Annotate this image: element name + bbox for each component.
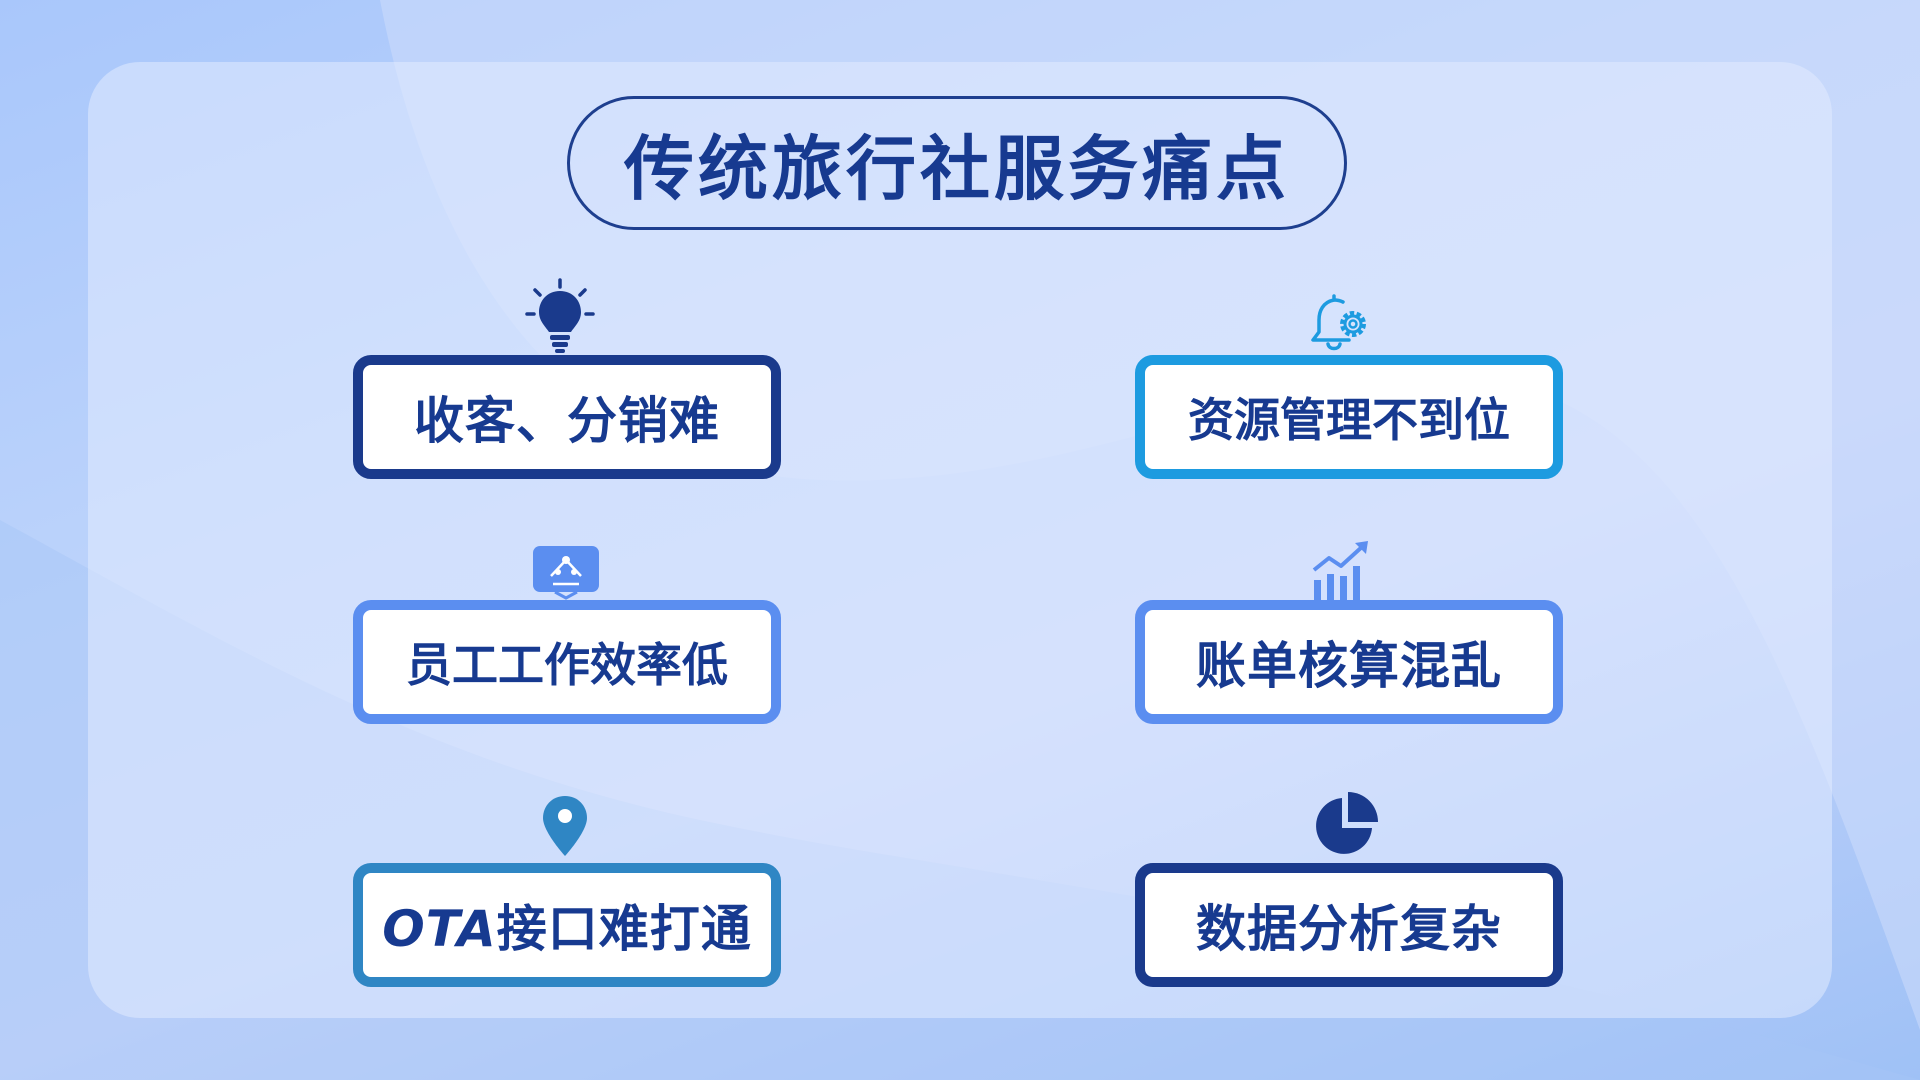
pain-point-card-data-analysis: 数据分析复杂 bbox=[1135, 863, 1563, 987]
card-label: 收客、分销难 bbox=[414, 392, 720, 450]
pie-chart-icon bbox=[1316, 792, 1378, 854]
card-label: 资源管理不到位 bbox=[1188, 393, 1510, 447]
pain-point-card-ota: OTA接口难打通 bbox=[353, 863, 781, 987]
card-label: OTA接口难打通 bbox=[382, 889, 751, 961]
page-title: 传统旅行社服务痛点 bbox=[624, 127, 1290, 210]
card-label: 员工工作效率低 bbox=[406, 638, 728, 692]
presentation-board-icon bbox=[533, 546, 599, 600]
card-label-ota: OTA bbox=[382, 900, 497, 958]
growth-chart-icon bbox=[1312, 541, 1368, 602]
pain-point-card-acquisition: 收客、分销难 bbox=[353, 355, 781, 479]
title-pill: 传统旅行社服务痛点 bbox=[567, 96, 1347, 230]
lightbulb-icon bbox=[525, 278, 595, 353]
content-panel bbox=[88, 62, 1832, 1018]
pain-point-card-billing: 账单核算混乱 bbox=[1135, 600, 1563, 724]
pain-point-card-resource: 资源管理不到位 bbox=[1135, 355, 1563, 479]
pain-point-card-efficiency: 员工工作效率低 bbox=[353, 600, 781, 724]
card-label-rest: 接口难打通 bbox=[496, 900, 752, 958]
location-pin-icon bbox=[543, 796, 587, 856]
bell-gear-icon bbox=[1311, 294, 1366, 351]
card-label: 账单核算混乱 bbox=[1196, 637, 1502, 695]
card-label: 数据分析复杂 bbox=[1196, 900, 1502, 958]
